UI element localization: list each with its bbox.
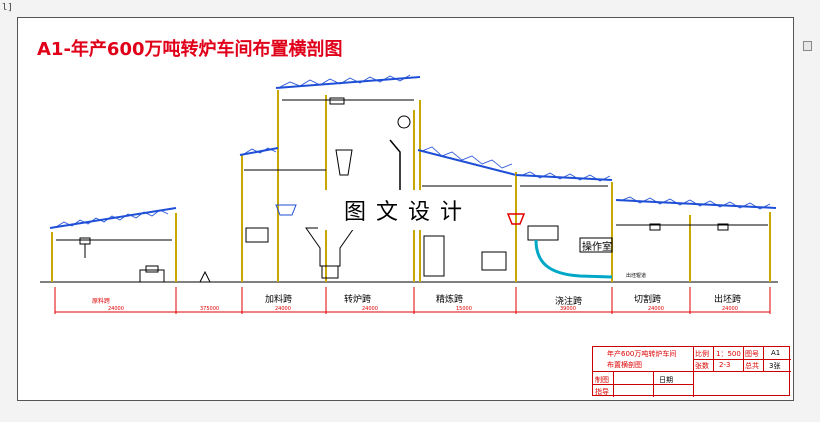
dimension-row (54, 287, 771, 314)
tb-drawing-no-label: 图号 (745, 350, 759, 358)
tb-total-label: 总共 (745, 362, 759, 370)
tb-sheet-label: 张数 (695, 362, 709, 370)
raw-material-bay (49, 207, 211, 283)
bay-label-casting: 浇注跨 (555, 297, 583, 307)
side-panel-icon[interactable] (803, 41, 812, 51)
converter-building (239, 74, 421, 282)
bay-label-cutting: 切割跨 (634, 295, 662, 305)
dim-label-cutting: 24000 (648, 306, 664, 312)
bay-label-raw: 原料跨 (92, 298, 111, 305)
tb-date-label: 日期 (659, 376, 673, 384)
dim-label-raw: 24000 (108, 306, 124, 312)
refining-bay (417, 146, 517, 282)
corner-mark: l] (2, 3, 13, 13)
dim-label-casting: 39000 (560, 306, 576, 312)
bay-label-charging: 加料跨 (265, 295, 293, 305)
dim-label-refining: 15000 (456, 306, 472, 312)
tb-name-line2: 布置横剖图 (607, 361, 642, 369)
bay-label-refining: 精炼跨 (436, 295, 464, 305)
bay-label-converter: 转炉跨 (344, 295, 372, 305)
title-block: 年产600万吨转炉车间 布置横剖图 比例 1：500 图号 A1 张数 2-3 … (592, 346, 791, 397)
tb-drawing-no-value: A1 (771, 349, 781, 357)
bay-label-discharge: 出坯跨 (714, 295, 742, 305)
annotation-runout: 出坯辊道 (626, 273, 647, 279)
tb-drawn-label: 制图 (595, 376, 609, 384)
tb-scale-value: 1：500 (716, 350, 741, 358)
dim-label-converter: 24000 (362, 306, 378, 312)
control-room-label: 操作室 (582, 242, 612, 253)
tb-sheet-value: 2-3 (719, 361, 731, 369)
casting-bay (506, 171, 613, 282)
dim-label-discharge: 24000 (722, 306, 738, 312)
tb-scale-label: 比例 (695, 350, 709, 358)
tb-total-value: 3张 (769, 362, 781, 370)
cutting-discharge-bay (615, 196, 777, 282)
drawing-title: A1-年产600万吨转炉车间布置横剖图 (37, 39, 343, 60)
tb-name-line1: 年产600万吨转炉车间 (607, 350, 677, 358)
tb-checked-label: 指导 (595, 388, 609, 396)
dim-label-gap: 375000 (200, 306, 220, 312)
watermark: 图文设计 (318, 190, 498, 230)
dim-label-charging: 24000 (275, 306, 291, 312)
